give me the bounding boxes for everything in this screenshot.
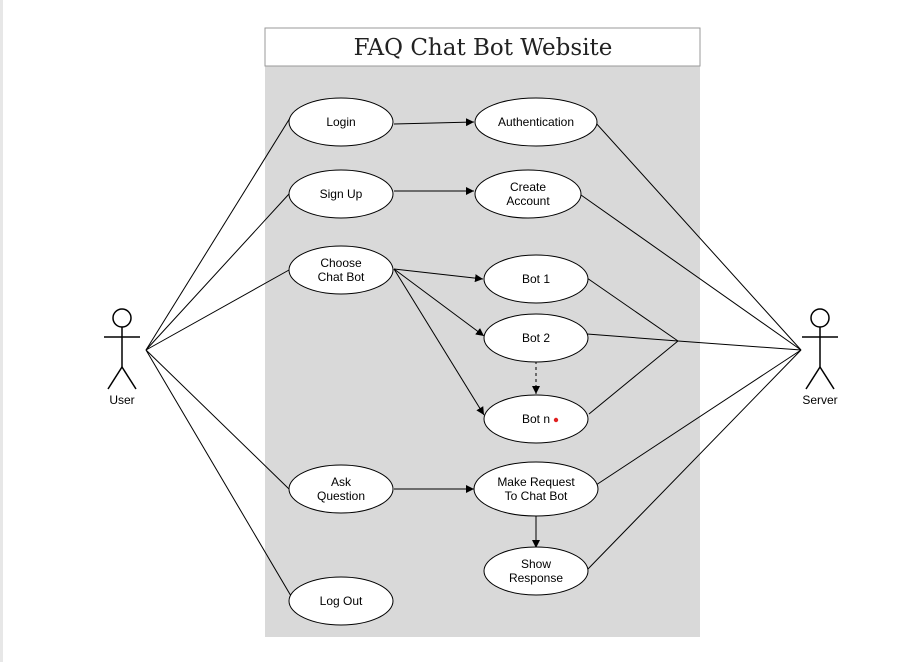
use-case-ask-question[interactable]	[288, 464, 394, 514]
bot2-junction-link	[586, 333, 679, 342]
diagram-title: FAQ Chat Bot Website	[354, 35, 613, 61]
flow-arrows	[393, 118, 540, 548]
use-cases	[288, 97, 599, 626]
choose-to-bot2-arrow	[393, 268, 485, 337]
use-case-show-response[interactable]	[483, 546, 589, 596]
create-account-label-line-2: Account	[506, 194, 550, 208]
use-case-bot-1[interactable]	[483, 254, 589, 304]
user-actor-head	[112, 308, 132, 328]
bot-n-label: Bot n	[522, 412, 550, 426]
red-marker-dot	[553, 417, 559, 423]
choose-to-bot1-arrow	[393, 268, 484, 283]
show-response-label-line-1: Show	[521, 557, 551, 571]
use-case-sign-up[interactable]	[288, 169, 394, 219]
use-case-labels: Login Authentication Sign Up Create Acco…	[317, 115, 575, 608]
auth-server-link	[594, 121, 802, 351]
user-ask-link	[145, 349, 290, 490]
log-out-label: Log Out	[320, 594, 363, 608]
title-box	[264, 27, 701, 67]
window-edge	[0, 0, 3, 662]
server-actor-head	[810, 308, 830, 328]
server-associations	[580, 121, 802, 571]
use-case-authentication[interactable]	[474, 97, 598, 147]
server-actor-label: Server	[802, 393, 837, 407]
use-case-bot-2[interactable]	[483, 313, 589, 363]
use-case-bot-n[interactable]	[483, 394, 589, 444]
user-logout-link	[145, 349, 292, 597]
create-account-label-line-1: Create	[510, 180, 546, 194]
use-case-login[interactable]	[288, 97, 394, 147]
use-case-log-out[interactable]	[288, 576, 394, 626]
user-login-link	[145, 117, 291, 351]
user-signup-link	[145, 193, 290, 351]
show-response-label-line-2: Response	[509, 571, 563, 585]
choose-to-botn-arrow	[393, 268, 485, 416]
botn-junction-link	[588, 340, 679, 415]
make-request-label-line-2: To Chat Bot	[505, 489, 568, 503]
use-case-make-request[interactable]	[473, 461, 599, 517]
bot1-junction-link	[586, 277, 679, 342]
bot-1-label: Bot 1	[522, 272, 550, 286]
user-associations	[145, 117, 292, 597]
ask-question-label-line-1: Ask	[331, 475, 352, 489]
login-label: Login	[326, 115, 355, 129]
choose-chat-bot-label-line-1: Choose	[320, 256, 362, 270]
bot-2-label: Bot 2	[522, 331, 550, 345]
ask-question-label-line-2: Question	[317, 489, 365, 503]
login-to-auth-arrow	[393, 118, 475, 127]
make-request-label-line-1: Make Request	[497, 475, 575, 489]
account-server-link	[580, 194, 802, 351]
bots-server-link	[677, 340, 802, 351]
sign-up-label: Sign Up	[320, 187, 363, 201]
system-boundary	[265, 66, 700, 637]
user-choose-link	[145, 269, 290, 351]
user-actor-label: User	[109, 393, 134, 407]
use-case-choose-chat-bot[interactable]	[288, 245, 394, 295]
server-actor[interactable]	[802, 308, 838, 390]
user-actor[interactable]	[104, 308, 140, 390]
request-server-link	[592, 349, 802, 488]
authentication-label: Authentication	[498, 115, 574, 129]
response-server-link	[586, 349, 802, 571]
use-case-create-account[interactable]	[474, 169, 582, 219]
choose-chat-bot-label-line-2: Chat Bot	[318, 270, 365, 284]
